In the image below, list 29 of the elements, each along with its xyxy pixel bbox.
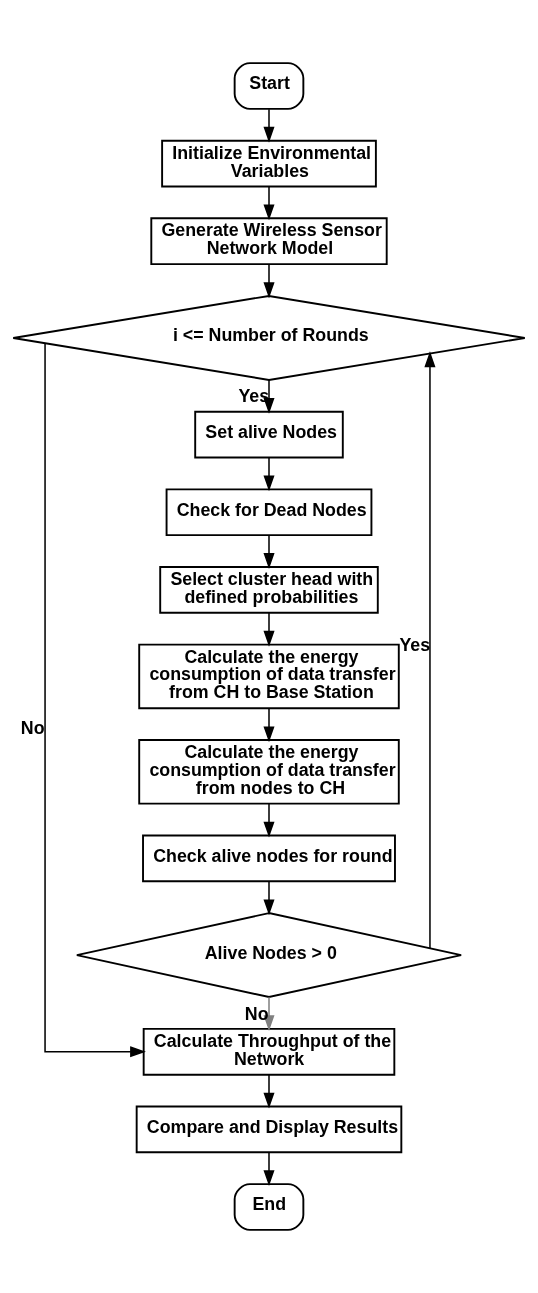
node-diamond: Alive Nodes > 0 [75,912,463,999]
node-box: Set alive Nodes [194,410,344,459]
node-box: Select cluster head with defined probabilities [159,566,379,614]
node-box: Calculate Throughput of the Network [142,1027,396,1076]
arrow [263,612,275,647]
node-box: Generate Wireless Sensor Network Model [150,217,388,266]
node-box: Initialize Environmental Variables [161,139,377,188]
arrow [263,263,275,299]
arrow [263,457,275,492]
node-diamond: i <= Number of Rounds [12,294,526,381]
node-box: Calculate the energy consumption of data transfer from nodes to CH [138,739,400,805]
arrow [263,707,275,743]
arrow [424,351,436,949]
arrow [44,342,146,1058]
node-box: End [233,1183,305,1231]
node-box: Check for Dead Nodes [165,488,373,537]
node-box: Check alive nodes for round [142,834,396,883]
edge-label: No [244,1003,269,1024]
node-box: Start [233,62,305,110]
arrow [263,880,275,916]
arrow [263,108,275,143]
edge-label: No [20,718,45,739]
node-box: Compare and Display Results [135,1105,403,1154]
arrow [263,534,275,569]
node-box: Calculate the energy consumption of data transfer from CH to Base Station [138,643,400,710]
arrow [263,186,275,221]
arrow [263,803,275,838]
arrow [263,1074,275,1109]
arrow [263,1151,275,1187]
